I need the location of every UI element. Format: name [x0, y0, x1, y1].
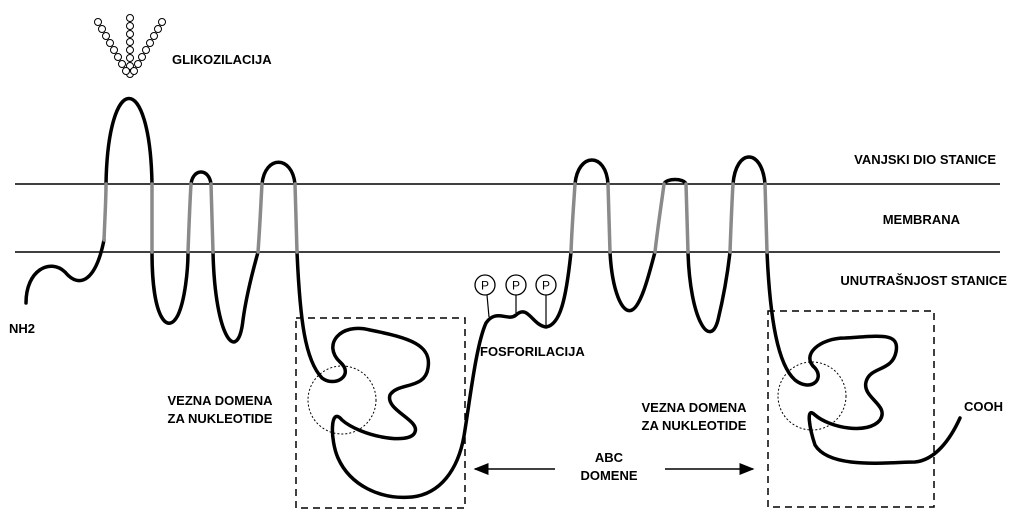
phosphate-groups: P P P: [475, 275, 556, 325]
membrane-label: MEMBRANA: [883, 212, 961, 227]
glycosylation-chains: [95, 15, 166, 78]
abc-label-line1: ABC: [595, 450, 624, 465]
protein-chain-transmembrane: [104, 184, 767, 252]
outside-cell-label: VANJSKI DIO STANICE: [854, 152, 996, 167]
phosphate-label: P: [481, 279, 489, 293]
n-terminus-label: NH2: [9, 321, 35, 336]
protein-chain-black: [26, 99, 960, 498]
binding-domain-right-line1: VEZNA DOMENA: [642, 400, 748, 415]
binding-domain-left-line2: ZA NUKLEOTIDE: [168, 411, 273, 426]
abc-label-line2: DOMENE: [580, 468, 637, 483]
nucleotide-binding-box-left: [296, 318, 465, 508]
nucleotide-binding-box-right: [768, 311, 934, 507]
phosphate-label: P: [542, 279, 550, 293]
phosphorylation-label: FOSFORILACIJA: [480, 344, 585, 359]
c-terminus-label: COOH: [964, 399, 1003, 414]
binding-site-circle-right: [778, 362, 846, 430]
glycosylation-label: GLIKOZILACIJA: [172, 52, 272, 67]
binding-domain-right-line2: ZA NUKLEOTIDE: [642, 418, 747, 433]
phosphate-label: P: [512, 279, 520, 293]
inside-cell-label: UNUTRAŠNJOST STANICE: [840, 273, 1007, 288]
binding-domain-left-line1: VEZNA DOMENA: [168, 393, 274, 408]
